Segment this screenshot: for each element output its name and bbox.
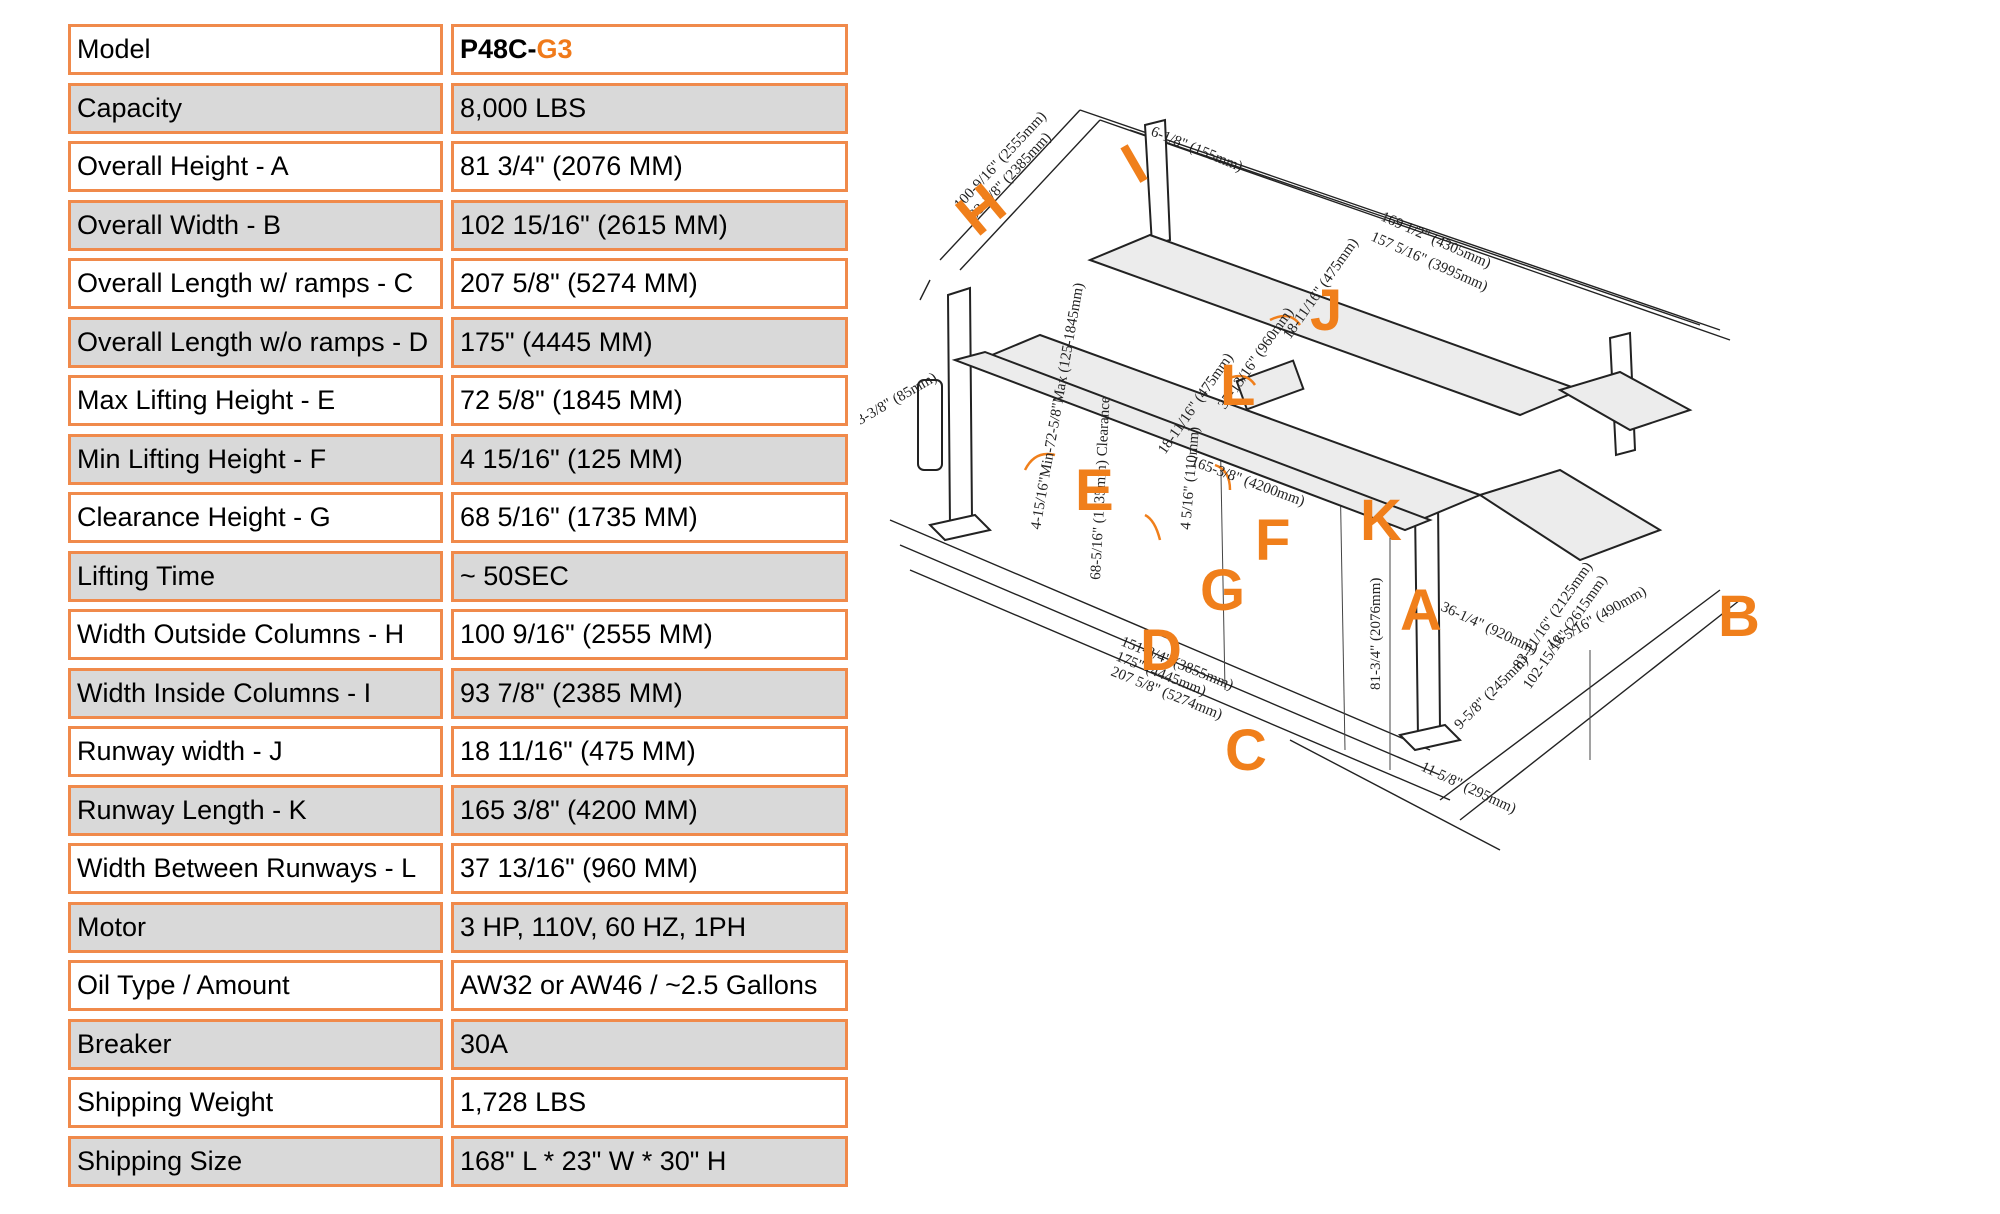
spec-value: 8,000 LBS (451, 82, 848, 134)
spec-label: Runway Length - K (68, 784, 443, 836)
spec-value: 18 11/16" (475 MM) (451, 726, 848, 777)
jack-tray (1235, 359, 1305, 411)
spec-value: 102 15/16" (2615 MM) (451, 199, 848, 251)
spec-label: Width Between Runways - L (68, 843, 443, 894)
spec-value: 175" (4445 MM) (451, 316, 848, 368)
callout-l: L (1220, 353, 1255, 418)
spec-label: Motor (68, 901, 443, 953)
spec-value: 37 13/16" (960 MM) (451, 843, 848, 894)
base-plate-fr (1398, 723, 1462, 752)
callout-k: K (1360, 488, 1402, 553)
callout-letters: A B C D E F G H I J K L (944, 132, 1760, 783)
callout-d: D (1140, 618, 1182, 683)
spec-label: Clearance Height - G (68, 492, 443, 543)
spec-value: ~ 50SEC (451, 550, 848, 602)
callout-j: J (1310, 278, 1342, 343)
model-accent: G3 (536, 34, 573, 64)
lift-structure (917, 118, 1693, 752)
spec-value: 207 5/8" (5274 MM) (451, 258, 848, 309)
spec-value: 68 5/16" (1735 MM) (451, 492, 848, 543)
ramp-front (1477, 468, 1663, 562)
spec-label: Min Lifting Height - F (68, 433, 443, 485)
spec-value: 30A (451, 1018, 848, 1070)
dimension-lines (889, 109, 1741, 851)
spec-label: Lifting Time (68, 550, 443, 602)
spec-row-model: Model P48C-G3 (68, 24, 848, 75)
spec-value: 4 15/16" (125 MM) (451, 433, 848, 485)
spec-label: Width Inside Columns - I (68, 667, 443, 719)
spec-value-model: P48C-G3 (451, 24, 848, 75)
spec-label: Oil Type / Amount (68, 960, 443, 1011)
spec-value: 168" L * 23" W * 30" H (451, 1135, 848, 1187)
base-plate-fl (928, 513, 992, 542)
spec-value: 72 5/8" (1845 MM) (451, 375, 848, 426)
callout-c: C (1225, 718, 1267, 783)
spec-label: Width Outside Columns - H (68, 609, 443, 660)
callout-arrows (1023, 314, 1302, 541)
model-prefix: P48C- (460, 34, 537, 64)
callout-b: B (1718, 584, 1760, 649)
spec-label: Breaker (68, 1018, 443, 1070)
column-front-left (946, 286, 974, 529)
dim-height: 81-3/4" (2076mm) (1368, 578, 1384, 690)
spec-row: Lifting Time~ 50SEC (68, 550, 848, 602)
spec-label: Shipping Weight (68, 1077, 443, 1128)
spec-value: 1,728 LBS (451, 1077, 848, 1128)
spec-label: Overall Length w/ ramps - C (68, 258, 443, 309)
spec-label: Overall Length w/o ramps - D (68, 316, 443, 368)
lift-dimension-diagram: 100-9/16" (2555mm) 93-7/8" (2385mm) 6-1/… (860, 109, 1760, 851)
spec-label: Model (68, 24, 443, 75)
callout-e: E (1075, 458, 1114, 523)
spec-label: Overall Width - B (68, 199, 443, 251)
callout-a: A (1400, 578, 1442, 643)
spec-value: AW32 or AW46 / ~2.5 Gallons (451, 960, 848, 1011)
spec-value: 81 3/4" (2076 MM) (451, 141, 848, 192)
callout-g: G (1200, 558, 1245, 623)
spec-label: Shipping Size (68, 1135, 443, 1187)
column-back-left (1143, 118, 1172, 247)
spec-label: Capacity (68, 82, 443, 134)
crossbeam-front (951, 350, 1433, 532)
spec-label: Overall Height - A (68, 141, 443, 192)
dim-foot2: 11 5/8" (295mm) (1418, 759, 1518, 817)
spec-value: 100 9/16" (2555 MM) (451, 609, 848, 660)
ramp-back (1557, 370, 1693, 432)
callout-f: F (1255, 508, 1290, 573)
spec-value: 165 3/8" (4200 MM) (451, 784, 848, 836)
power-unit (917, 379, 943, 471)
spec-label: Runway width - J (68, 726, 443, 777)
spec-value: 3 HP, 110V, 60 HZ, 1PH (451, 901, 848, 953)
spec-value: 93 7/8" (2385 MM) (451, 667, 848, 719)
dim-foot1: 9-5/8" (245mm) (1452, 653, 1532, 733)
spec-label: Max Lifting Height - E (68, 375, 443, 426)
